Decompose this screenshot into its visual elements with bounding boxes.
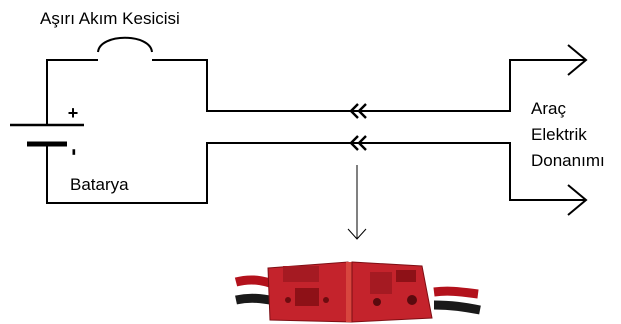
battery-minus-sign: - (63, 148, 88, 155)
arrow-right-icon (567, 44, 588, 76)
double-chevron-left-icon (349, 103, 367, 119)
battery-label: Batarya (70, 175, 129, 194)
battery-plus-sign: + (68, 103, 79, 123)
arrow-right-icon (567, 184, 588, 216)
breaker-arc (97, 36, 153, 53)
arrow-down-icon (347, 165, 367, 240)
top-wire (46, 59, 586, 125)
harness-label-line: Donanımı (531, 151, 605, 170)
anderson-connector-icon (234, 261, 481, 323)
breaker-label: Aşırı Akım Kesicisi (40, 9, 180, 28)
harness-label-line: Elektrik (531, 125, 587, 144)
harness-label: Araç Elektrik Donanımı (531, 96, 605, 174)
harness-label-line: Araç (531, 99, 566, 118)
bottom-wire (46, 142, 586, 204)
battery-symbol (10, 123, 84, 147)
double-chevron-left-icon (349, 135, 367, 151)
